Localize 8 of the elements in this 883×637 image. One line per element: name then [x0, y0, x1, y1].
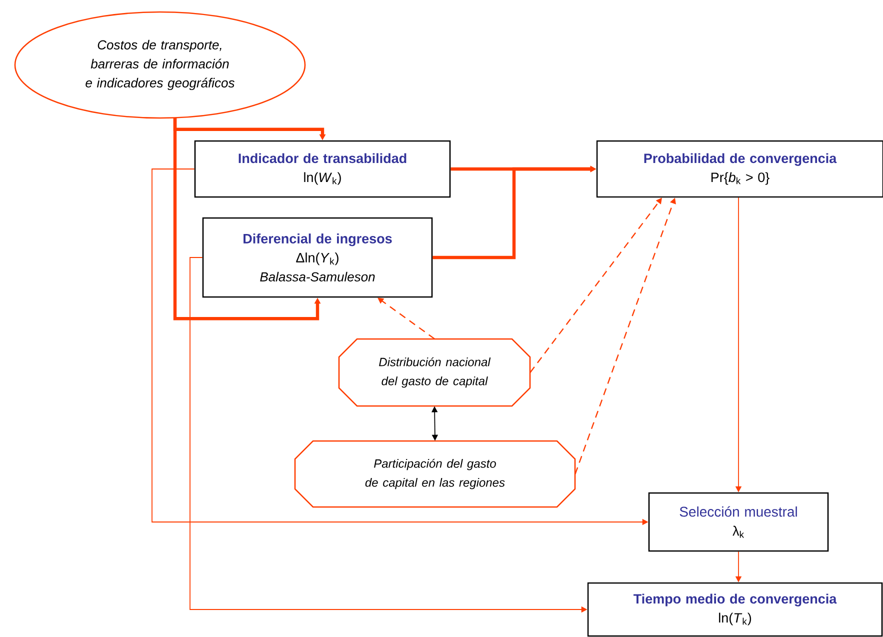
octagon-node: Participación del gasto de capital en las regiones	[294, 440, 576, 508]
octagon-node: Distribución nacional del gasto de capital	[338, 338, 531, 407]
ellipse-node: Costos de transporte, barreras de información e indicadores geográficos	[14, 11, 306, 119]
process-box: Selección muestral λ$_{k}$	[648, 492, 829, 552]
process-box: Probabilidad de convergencia Pr{b$_{k}$ > 0}	[596, 140, 883, 198]
process-box: Indicador de transabilidad ln(W$_{k}$)	[194, 140, 451, 198]
process-box: Diferencial de ingresos Δln(Y$_{k}$) Balassa-Samuleson	[202, 217, 433, 298]
process-box: Tiempo medio de convergencia ln(T$_{k}$)	[587, 582, 883, 637]
